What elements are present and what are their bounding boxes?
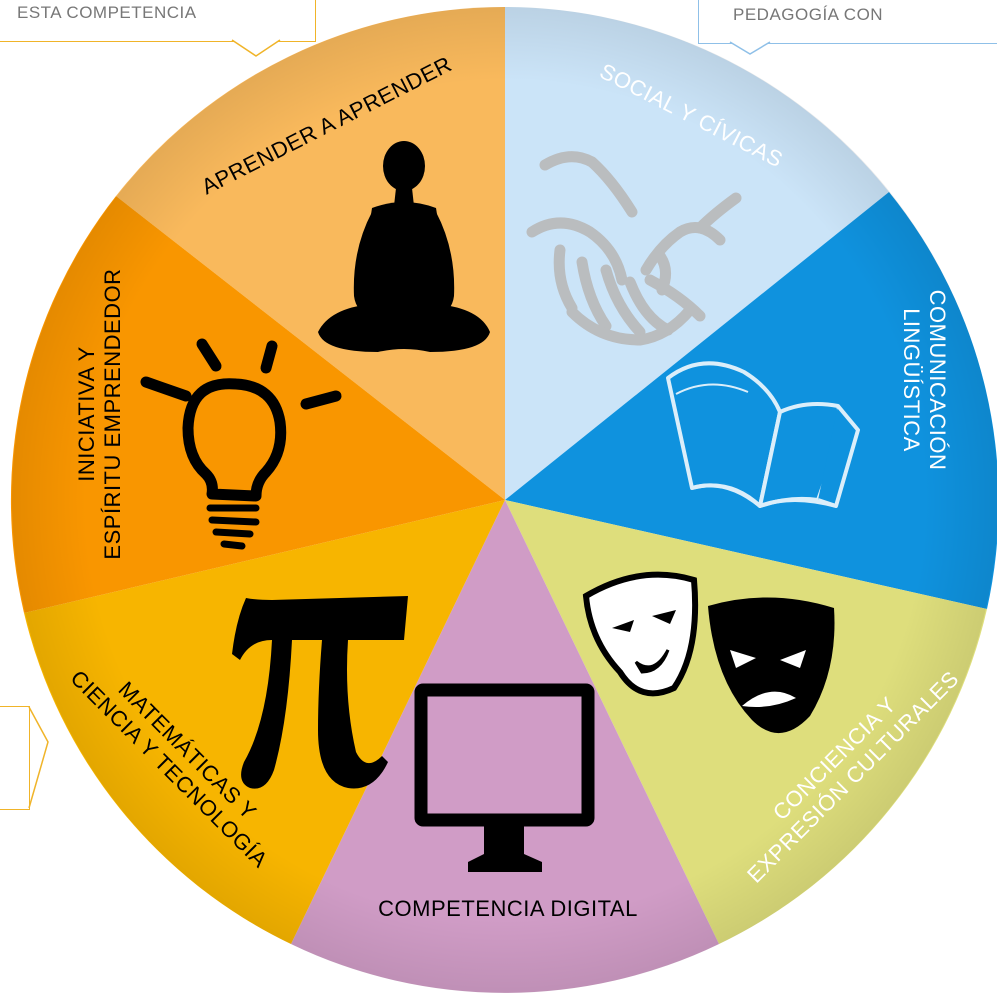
label-comunicacion-line-2: LINGÜÍSTICA: [899, 308, 924, 452]
callout-top-right-text: PEDAGOGÍA CON: [733, 5, 884, 24]
callout-top-left: ESTA COMPETENCIA: [0, 0, 316, 42]
label-comunicacion-line-1: COMUNICACIÓN: [925, 290, 950, 471]
open-book-icon: [666, 361, 860, 508]
lightbulb-icon: [140, 338, 342, 550]
monitor-icon: [414, 683, 595, 872]
callout-notch-top-left: [231, 39, 281, 57]
callout-left: [0, 706, 30, 810]
theater-masks-icon: [582, 571, 835, 734]
callout-notch-left: [28, 706, 49, 809]
meditating-person-icon: [318, 141, 490, 352]
pi-icon: [232, 596, 408, 789]
callout-top-right: PEDAGOGÍA CON: [698, 0, 997, 44]
callout-notch-top-right: [729, 41, 771, 55]
label-iniciativa-line-2: ESPÍRITU EMPRENDEDOR: [100, 268, 125, 559]
label-iniciativa-line-1: INICIATIVA Y: [74, 346, 99, 482]
handshake-icon: [526, 151, 742, 346]
callout-top-left-text: ESTA COMPETENCIA: [17, 3, 197, 22]
label-competencia-digital: COMPETENCIA DIGITAL: [378, 896, 638, 921]
